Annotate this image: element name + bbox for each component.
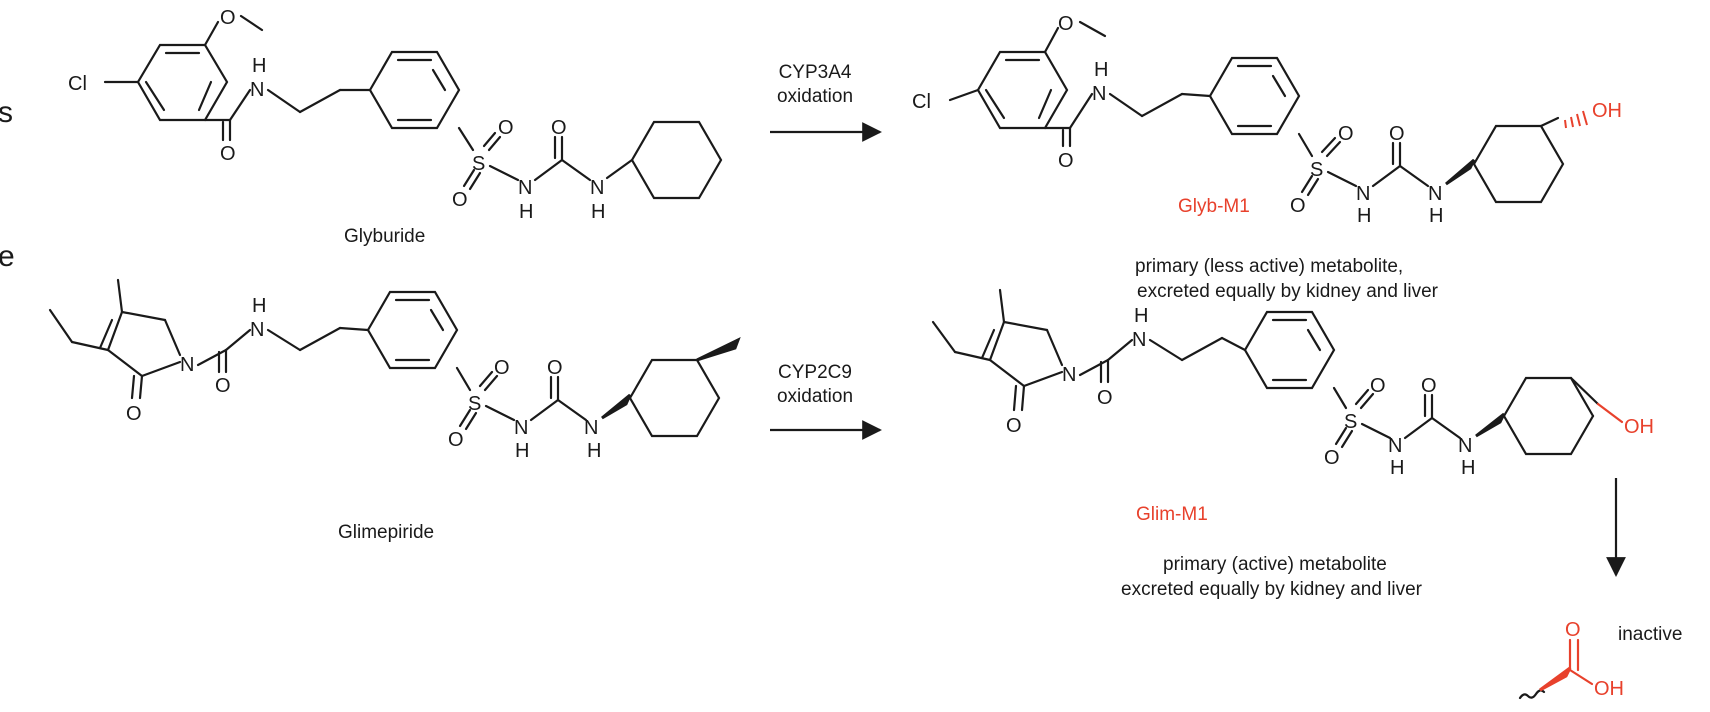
glimepiride-s-atom: S [468, 393, 481, 415]
glyburide-label: Glyburide [344, 226, 425, 247]
glim-m1-urea2-h: H [1461, 457, 1475, 479]
glyb-m1-s-o-bottom: O [1290, 195, 1306, 217]
glim-m1-ring-n: N [1062, 364, 1076, 386]
glyb-m1-cl-atom: Cl [912, 91, 931, 113]
glyb-m1-label: Glyb-M1 [1178, 196, 1250, 217]
glyb-m1-sn-h: H [1357, 205, 1371, 227]
glyburide-amide-o: O [220, 143, 236, 165]
glimepiride-lactam-o: O [126, 403, 142, 425]
glyb-m1-methoxy-o: O [1058, 13, 1074, 35]
glyburide-methoxy-o: O [220, 7, 236, 29]
glim-m1-urea1-h: H [1134, 305, 1148, 327]
glimepiride-label: Glimepiride [338, 522, 434, 543]
glimepiride-urea1-h: H [252, 295, 266, 317]
glimepiride-urea1-n: N [250, 319, 264, 341]
glim-m1-wedge-bond [1475, 412, 1506, 438]
glimepiride-wedge-bond [601, 393, 632, 420]
glyb-m1-urea-o: O [1389, 123, 1405, 145]
inactive-label: inactive [1618, 624, 1682, 645]
glimepiride-s-o-bottom: O [448, 429, 464, 451]
reaction1-process: oxidation [777, 86, 853, 107]
glimepiride-sn-h: H [515, 440, 529, 462]
glim-m1-urea1-n: N [1132, 329, 1146, 351]
glimepiride-structure: N O O N H S O O N H [48, 278, 741, 462]
glyb-m1-s-atom: S [1310, 159, 1323, 181]
glyburide-sn-h: H [519, 201, 533, 223]
glyb-m1-amide-o: O [1058, 150, 1074, 172]
glyburide-structure: Cl O O N H S O O N H O [68, 7, 723, 223]
glyburide-amide-h: H [252, 55, 266, 77]
glyburide-urea-o: O [551, 117, 567, 139]
glyb-m1-sn-n: N [1356, 183, 1370, 205]
glim-m1-sn-h: H [1390, 457, 1404, 479]
edge-text-top: s [0, 96, 13, 129]
glyb-m1-s-o-top: O [1338, 123, 1354, 145]
glyburide-s-o-top: O [498, 117, 514, 139]
glim-m1-sn-n: N [1388, 435, 1402, 457]
glim-m1-lactam-o: O [1006, 415, 1022, 437]
glyburide-s-o-bottom: O [452, 189, 468, 211]
glyburide-cl-atom: Cl [68, 73, 87, 95]
glyb-m1-hydroxyl: OH [1592, 100, 1622, 122]
glim-m1-note-line1: primary (active) metabolite [1163, 554, 1387, 575]
glyburide-urea-n: N [590, 177, 604, 199]
glimepiride-methyl-wedge [696, 337, 741, 362]
reaction2-process: oxidation [777, 386, 853, 407]
glim-m1-label: Glim-M1 [1136, 504, 1208, 525]
glyb-m1-note-line1: primary (less active) metabolite, [1135, 256, 1403, 277]
glimepiride-urea2-o: O [547, 357, 563, 379]
glim-m1-structure: N O O N H S O O N H [931, 288, 1654, 479]
glim-m1-s-atom: S [1344, 411, 1357, 433]
glim-m1-hydroxyl: OH [1624, 416, 1654, 438]
glimepiride-s-o-top: O [494, 357, 510, 379]
glyb-m1-amide-n: N [1092, 83, 1106, 105]
glyb-m1-structure: Cl O O N H S O O N H O N H [912, 13, 1622, 227]
carboxylic-acid-fragment: O OH [1518, 619, 1624, 700]
glim-m1-urea2-n: N [1458, 435, 1472, 457]
glyburide-sn-n: N [518, 177, 532, 199]
glyburide-s-atom: S [472, 153, 485, 175]
glyburide-amide-n: N [250, 79, 264, 101]
glimepiride-sn-n: N [514, 417, 528, 439]
acid-hydroxyl: OH [1594, 678, 1624, 700]
glim-m1-urea1-o: O [1097, 387, 1113, 409]
glyb-m1-urea-h: H [1429, 205, 1443, 227]
reaction2-enzyme: CYP2C9 [778, 362, 852, 383]
glyb-m1-urea-n: N [1428, 183, 1442, 205]
glim-m1-s-o-bottom: O [1324, 447, 1340, 469]
glyb-m1-note-line2: excreted equally by kidney and liver [1137, 281, 1439, 302]
glim-m1-note-line2: excreted equally by kidney and liver [1121, 579, 1423, 600]
glim-m1-s-o-top: O [1370, 375, 1386, 397]
carboxylic-acid-wedge [1539, 666, 1572, 692]
acid-carbonyl-o: O [1565, 619, 1581, 641]
glimepiride-urea1-o: O [215, 375, 231, 397]
glimepiride-urea2-n: N [584, 417, 598, 439]
glyburide-urea-h: H [591, 201, 605, 223]
glim-m1-urea2-o: O [1421, 375, 1437, 397]
edge-text-bottom: e [0, 240, 15, 273]
glimepiride-urea2-h: H [587, 440, 601, 462]
glyb-m1-amide-h: H [1094, 59, 1108, 81]
reaction1-enzyme: CYP3A4 [779, 62, 852, 83]
glimepiride-ring-n: N [180, 354, 194, 376]
glyb-m1-wedge-bond [1445, 158, 1476, 186]
